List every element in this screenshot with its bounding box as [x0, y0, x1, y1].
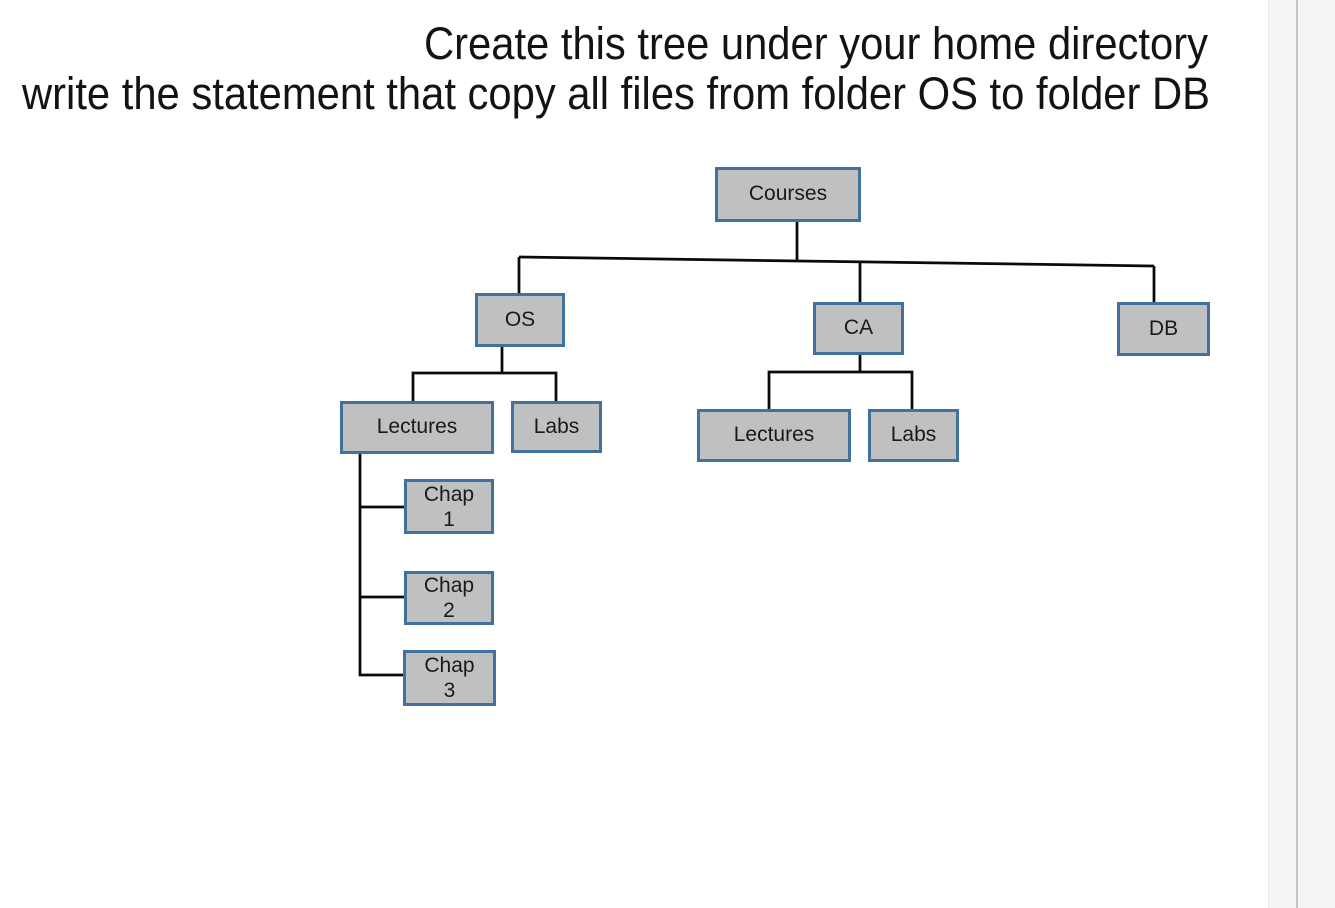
node-chap3-line2: 3	[443, 679, 456, 702]
node-chap2-line2: 2	[443, 599, 455, 622]
node-chap2: Chap 2	[404, 571, 494, 625]
node-ca: CA	[813, 302, 904, 355]
node-os-lectures-label: Lectures	[376, 415, 458, 439]
node-ca-label: CA	[843, 316, 874, 340]
node-os-lectures: Lectures	[340, 401, 494, 454]
node-ca-lectures-label: Lectures	[733, 423, 815, 447]
node-chap3: Chap 3	[403, 650, 496, 706]
node-chap1-line1: Chap	[423, 482, 475, 506]
node-os-labs: Labs	[511, 401, 602, 453]
node-os-label: OS	[504, 307, 536, 331]
node-chap1: Chap 1	[404, 479, 494, 534]
node-db-label: DB	[1148, 316, 1179, 340]
node-os-labs-label: Labs	[533, 414, 580, 438]
connector-main-rail	[518, 255, 1155, 268]
node-ca-labs-label: Labs	[890, 423, 937, 447]
node-chap1-line2: 1	[443, 507, 455, 531]
node-courses: Courses	[715, 167, 861, 222]
node-chap3-line1: Chap	[424, 654, 475, 677]
connector-ca-children-bracket	[767, 370, 914, 410]
connector-os-children-bracket	[411, 371, 558, 402]
node-db: DB	[1117, 302, 1210, 356]
node-ca-labs: Labs	[868, 409, 959, 462]
node-ca-lectures: Lectures	[697, 409, 851, 462]
node-chap2-line1: Chap	[423, 574, 475, 597]
node-courses-label: Courses	[748, 182, 828, 206]
right-gutter	[1268, 0, 1335, 908]
scrollbar-track[interactable]	[1296, 0, 1298, 908]
heading-line-2: write the statement that copy all files …	[21, 68, 1210, 119]
node-os: OS	[475, 293, 565, 347]
heading-line-1: Create this tree under your home directo…	[424, 18, 1208, 69]
